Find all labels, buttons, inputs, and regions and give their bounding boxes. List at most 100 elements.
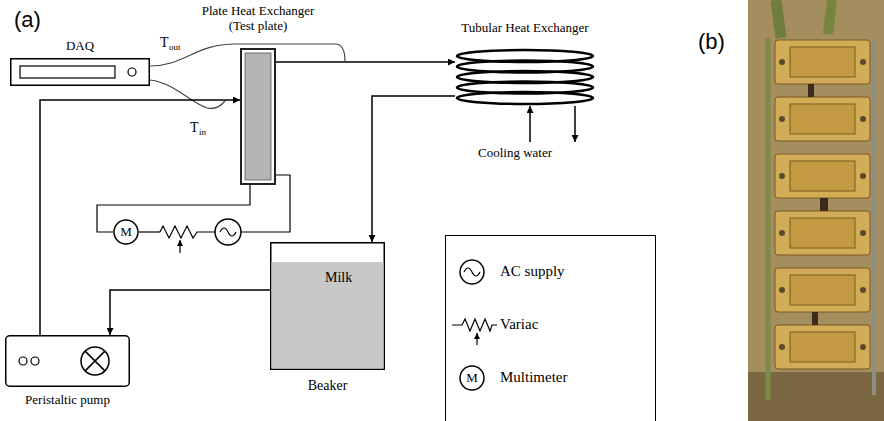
temperature-symbol: T [160, 35, 169, 50]
heating-circuit [215, 219, 241, 245]
node-heading: Beaker [308, 378, 348, 394]
resistor-photo [776, 0, 781, 38]
beaker-vessel [271, 243, 385, 370]
daq-device [11, 59, 150, 86]
resistor-photo [860, 59, 866, 65]
legend-text: Multimeter [500, 369, 568, 386]
resistor-photo [748, 0, 884, 421]
legend-box [460, 260, 484, 284]
cooling-water-out [574, 106, 576, 142]
resistor-photo [775, 268, 870, 312]
heating-circuit [179, 240, 180, 253]
node-heading: Plate Heat Exchanger (Test plate) [193, 4, 323, 34]
resistor-photo [872, 40, 876, 395]
beaker: MilkBeaker [270, 242, 385, 370]
panel-letter: (a) [14, 8, 41, 32]
legend-box [464, 268, 480, 276]
node-text: M [120, 225, 132, 240]
legend-box [460, 366, 484, 390]
test-plate [241, 49, 275, 184]
daq-device [10, 58, 150, 86]
flow-pipe [276, 61, 455, 63]
resistor-photo [812, 312, 818, 325]
resistor-photo [860, 173, 866, 179]
panel-letter: (b) [698, 30, 725, 54]
coil [455, 48, 595, 106]
resistor-photo [775, 40, 870, 369]
resistor-photo [766, 38, 771, 400]
tubular-heat-exchanger: Tubular Heat Exchanger [455, 48, 595, 106]
resistor-photo [779, 173, 785, 179]
test-plate [240, 48, 276, 185]
flow-pipe [110, 290, 270, 335]
temperature-symbol: T [190, 120, 199, 135]
heating-circuit [220, 228, 236, 236]
heating-circuit [139, 231, 160, 232]
resistor-photo [820, 198, 828, 211]
resistor-photo [779, 230, 785, 236]
resistor-photo [790, 332, 855, 362]
pump-body [81, 347, 109, 375]
resistor-photo [779, 287, 785, 293]
resistor-photo [790, 218, 855, 248]
resistor-photo [775, 97, 870, 141]
plate-heat-exchanger: Plate Heat Exchanger (Test plate) [240, 48, 276, 185]
temperature-subscript: in [199, 128, 206, 138]
heating-circuit [139, 175, 290, 253]
node-heading: DAQ [66, 39, 94, 54]
resistor-photo [860, 344, 866, 350]
resistor-photo [779, 59, 866, 350]
heating-circuit [160, 226, 215, 238]
resistor-photo [775, 154, 870, 198]
test-plate [245, 53, 271, 180]
pump-body [6, 336, 130, 387]
resistor-photo [790, 275, 855, 305]
node-heading: Peristaltic pump [25, 393, 110, 408]
cooling-water-in [529, 106, 531, 142]
peristaltic-pump: Peristaltic pump [5, 335, 130, 387]
node-heading: Tubular Heat Exchanger [461, 21, 588, 36]
resistor-photo [860, 230, 866, 236]
meter-circle [114, 220, 138, 244]
resistor-photo [860, 116, 866, 122]
resistor-photo [748, 0, 884, 421]
daq-device [20, 66, 115, 78]
pump-body [19, 357, 27, 365]
temperature-subscript: out [169, 43, 181, 53]
daq-unit: DAQ [10, 58, 150, 86]
resistor-photo [790, 47, 855, 77]
legend-text: Variac [500, 316, 538, 333]
coil [457, 92, 593, 104]
resistor-photo [808, 84, 828, 325]
symbol-letter: M [466, 371, 478, 385]
beaker-vessel [270, 242, 385, 370]
legend-box [446, 236, 656, 421]
resistor-photo [808, 84, 814, 97]
pump-body [5, 335, 130, 387]
resistor-photo [779, 59, 785, 65]
thermocouple-wire [150, 80, 225, 108]
flow-label: Cooling water [478, 146, 552, 160]
resistor-photo [779, 116, 785, 122]
flow-pipe [372, 96, 455, 242]
resistor-photo [790, 104, 855, 134]
resistor-photo [828, 0, 832, 34]
resistor-photo [775, 211, 870, 255]
flow-pipe [40, 100, 240, 335]
legend-text: AC supply [500, 263, 565, 280]
resistor-photo [779, 344, 785, 350]
legend-box [476, 333, 477, 345]
resistor-photo [790, 161, 855, 191]
multimeter-symbol: M [113, 219, 139, 245]
daq-device [128, 68, 136, 76]
pump-body [85, 351, 105, 371]
beaker-vessel [272, 262, 384, 369]
legend-box [446, 236, 656, 421]
node-text: Milk [325, 270, 352, 286]
resistor-photo [860, 287, 866, 293]
legend-box [452, 319, 497, 331]
resistor-photo [775, 40, 870, 84]
resistor-photo [775, 325, 870, 369]
pump-body [31, 357, 39, 365]
